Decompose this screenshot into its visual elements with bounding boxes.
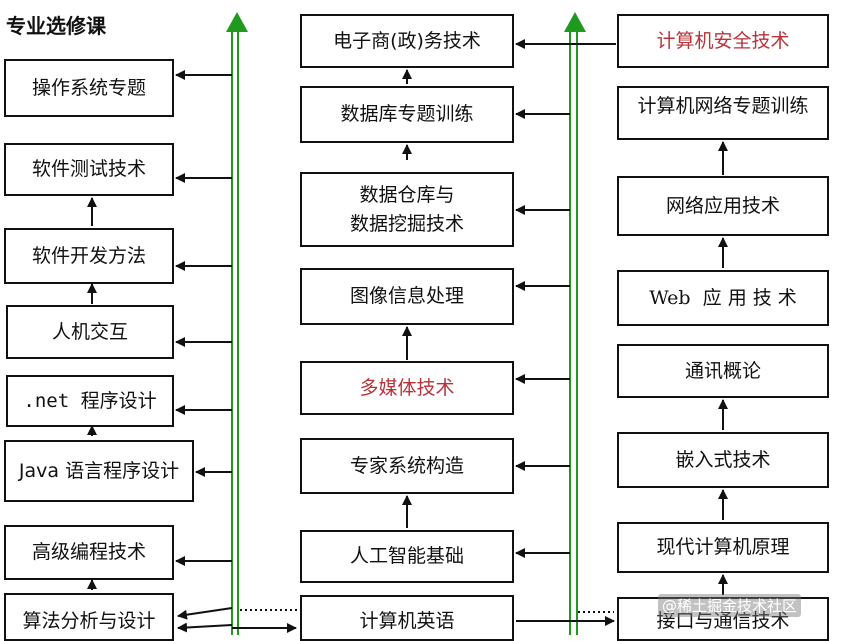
green-arrow-left [226, 12, 248, 635]
course-box-interface-comm: 接口与通信技术 [617, 597, 829, 641]
course-box-multimedia: 多媒体技术 [300, 361, 514, 415]
course-label: 图像信息处理 [349, 285, 464, 308]
course-label: 软件开发方法 [31, 244, 146, 267]
course-label: 人工智能基础 [349, 545, 464, 568]
course-label: 现代计算机原理 [656, 536, 790, 559]
course-label: 电子商(政)务技术 [333, 29, 481, 52]
course-box-database-training: 数据库专题训练 [300, 86, 514, 143]
course-label: Web 应 用 技 术 [649, 286, 797, 309]
course-label: 专家系统构造 [349, 454, 464, 477]
course-label: 嵌入式技术 [675, 448, 771, 471]
course-box-ai-basics: 人工智能基础 [300, 530, 514, 583]
course-box-advanced-programming: 高级编程技术 [4, 525, 174, 580]
arrow-to-algo-1 [177, 607, 233, 620]
course-box-expert-systems: 专家系统构造 [300, 438, 514, 494]
course-box-security: 计算机安全技术 [617, 14, 829, 68]
course-box-dev-methods: 软件开发方法 [4, 228, 174, 284]
arrow-to-algo-2 [177, 622, 233, 633]
course-box-algorithms: 算法分析与设计 [4, 593, 174, 641]
course-label-line1: 数据仓库与 [359, 184, 455, 206]
course-label: 高级编程技术 [31, 541, 146, 564]
green-arrow-right [564, 12, 586, 635]
course-label: 算法分析与设计 [22, 610, 156, 632]
course-label: .net 程序设计 [23, 389, 157, 412]
course-label: 网络应用技术 [665, 194, 780, 217]
course-label: 多媒体技术 [359, 376, 455, 399]
course-box-dotnet: .net 程序设计 [6, 375, 174, 427]
course-box-hci: 人机交互 [6, 305, 174, 359]
course-label: 数据库专题训练 [340, 103, 474, 126]
course-label: Java 语言程序设计 [18, 459, 180, 482]
course-box-computer-principles: 现代计算机原理 [617, 522, 829, 573]
course-label: 计算机网络专题训练 [637, 95, 809, 117]
course-box-software-testing: 软件测试技术 [4, 143, 174, 196]
course-label: 计算机英语 [359, 610, 455, 632]
course-box-network-training: 计算机网络专题训练 [617, 86, 829, 140]
course-box-java: Java 语言程序设计 [4, 440, 194, 502]
course-label: 操作系统专题 [31, 76, 146, 99]
course-box-communications: 通讯概论 [617, 344, 829, 398]
course-box-network-apps: 网络应用技术 [617, 176, 829, 236]
course-label-line2: 数据挖掘技术 [349, 212, 464, 235]
course-box-os-topics: 操作系统专题 [4, 59, 174, 117]
elective-heading: 专业选修课 [6, 14, 106, 38]
course-label: 计算机安全技术 [656, 29, 790, 52]
course-label: 人机交互 [51, 320, 128, 343]
course-label: 软件测试技术 [31, 158, 146, 181]
course-box-computer-english: 计算机英语 [300, 595, 514, 641]
course-box-data-warehouse: 数据仓库与 数据挖掘技术 [300, 172, 514, 247]
watermark: @稀土掘金技术社区 [658, 594, 802, 617]
course-box-embedded: 嵌入式技术 [617, 432, 829, 488]
course-box-image-processing: 图像信息处理 [300, 268, 514, 325]
course-label: 接口与通信技术 [656, 610, 790, 632]
course-box-web-tech: Web 应 用 技 术 [617, 270, 829, 326]
course-box-ecommerce: 电子商(政)务技术 [300, 14, 514, 68]
course-label: 通讯概论 [684, 359, 761, 382]
